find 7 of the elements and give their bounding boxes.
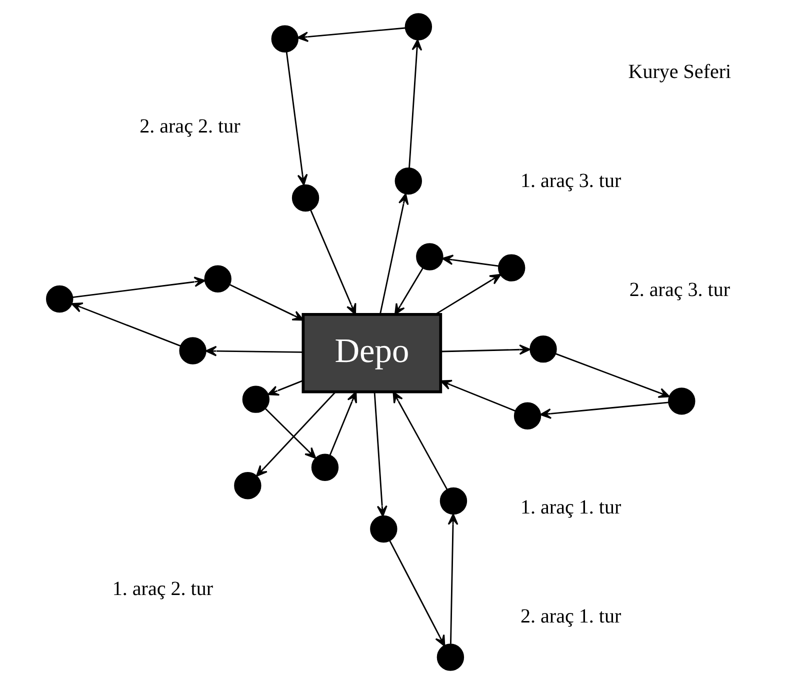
label: Kurye Seferi (628, 61, 732, 84)
label: 2. araç 1. tur (520, 605, 622, 628)
label: 1. araç 1. tur (520, 496, 622, 519)
label: 2. araç 3. tur (629, 278, 730, 301)
label: 1. araç 2. tur (112, 578, 214, 600)
label: 1. araç 3. tur (520, 170, 622, 192)
label: 2. araç 2. tur (140, 116, 240, 138)
